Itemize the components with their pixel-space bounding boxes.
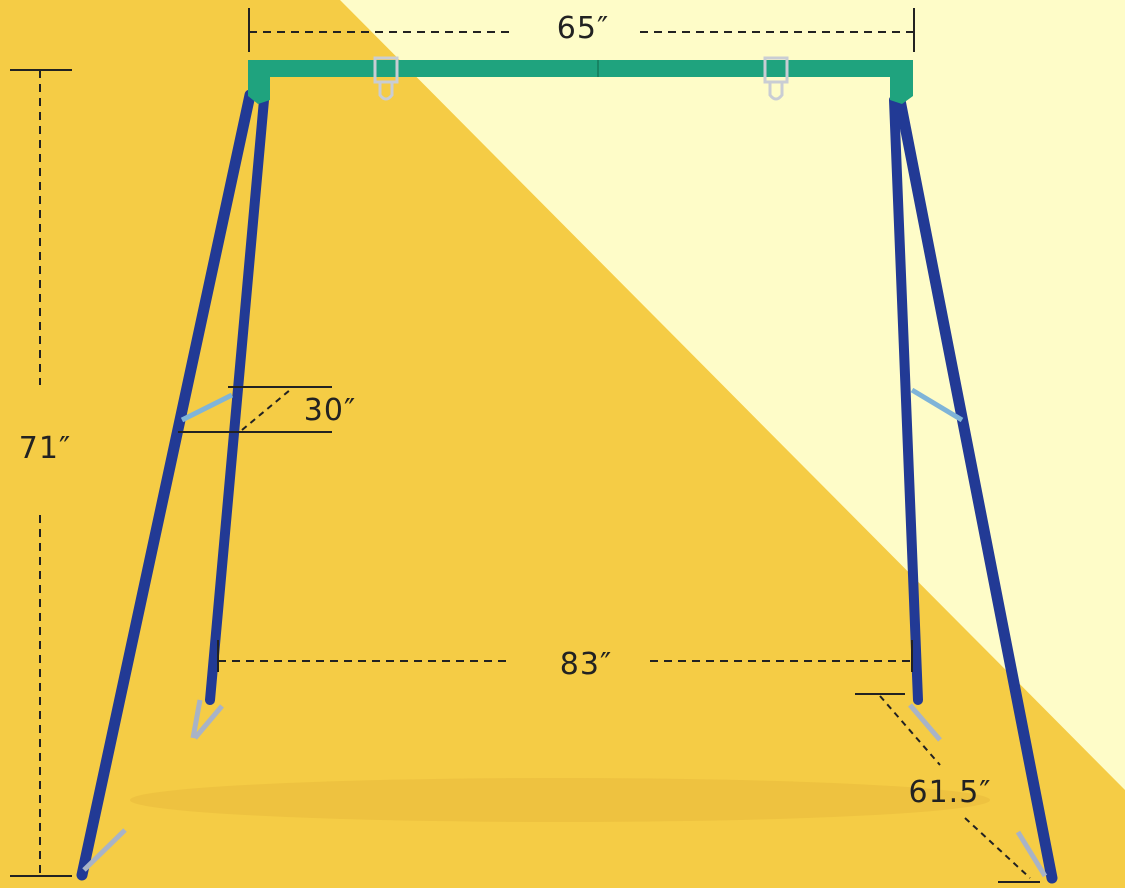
dimension-height — [10, 69, 72, 877]
top-beam — [248, 60, 913, 77]
right-beam-joint — [890, 60, 913, 104]
label-brace-spread: 30″ — [304, 393, 356, 428]
left-back-leg — [205, 95, 269, 705]
left-beam-joint — [248, 60, 270, 104]
label-base-width: 83″ — [560, 647, 612, 682]
label-height: 71″ — [19, 431, 71, 466]
right-back-foot — [908, 703, 942, 742]
right-front-leg — [894, 94, 1058, 884]
left-front-leg — [76, 89, 256, 881]
left-brace — [180, 392, 234, 423]
dimension-base-width — [217, 640, 913, 672]
dimension-top-beam — [248, 8, 915, 52]
dimension-base-depth — [855, 693, 1040, 883]
right-back-leg — [889, 95, 923, 705]
dimension-brace — [178, 386, 332, 433]
left-back-stake — [190, 699, 203, 739]
left-hook — [378, 82, 394, 101]
right-hook-bracket — [763, 56, 789, 84]
background-cream-wedge — [340, 0, 1125, 790]
ground-shadow — [130, 778, 990, 822]
right-brace — [910, 387, 964, 423]
label-top-beam-length: 65″ — [557, 11, 609, 46]
left-front-foot — [82, 828, 127, 872]
right-hook — [768, 82, 784, 101]
left-back-foot — [193, 704, 224, 740]
left-hook-bracket — [373, 56, 399, 84]
right-front-foot — [1015, 830, 1048, 878]
label-base-depth: 61.5″ — [908, 775, 991, 810]
